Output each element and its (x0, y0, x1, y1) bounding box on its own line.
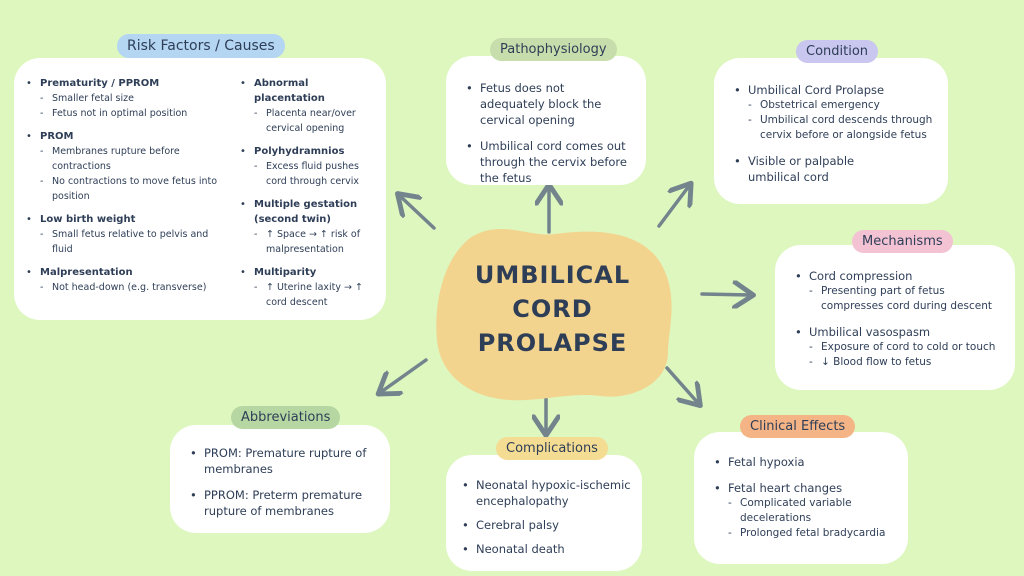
risk-factor-heading: Polyhydramnios (254, 146, 345, 157)
condition-title: Condition (796, 40, 879, 63)
list-item: Neonatal death (462, 541, 638, 557)
condition-detail: Obstetrical emergency (748, 98, 938, 113)
list-item: Multiparity ↑ Uterine laxity → ↑ cord de… (240, 265, 380, 310)
condition-item-text: Visible or palpable umbilical cord (748, 154, 855, 184)
list-item: Prematurity / PPROM Smaller fetal size F… (26, 76, 231, 121)
risk-factor-detail: Placenta near/over cervical opening (254, 106, 380, 136)
arrow-to-abbreviations (381, 358, 428, 392)
abbreviations-card: PROM: Premature rupture of membranes PPR… (170, 425, 390, 533)
condition-list: Umbilical Cord Prolapse Obstetrical emer… (734, 82, 938, 195)
risk-factor-heading: Multiple gestation (second twin) (254, 199, 358, 225)
risk-factors-left-list: Prematurity / PPROM Smaller fetal size F… (26, 76, 231, 295)
mechanism-detail: ↓ Blood flow to fetus (809, 355, 1009, 370)
risk-factor-detail: ↑ Uterine laxity → ↑ cord descent (254, 280, 380, 310)
pathophysiology-card: Fetus does not adequately block the cerv… (446, 56, 646, 185)
list-item: Polyhydramnios Excess fluid pushes cord … (240, 144, 380, 189)
mechanism-text: Umbilical vasospasm (809, 325, 931, 339)
complications-title: Complications (496, 437, 608, 460)
risk-factor-detail: Smaller fetal size (40, 91, 231, 106)
list-item: Cerebral palsy (462, 517, 638, 533)
risk-factor-heading: Prematurity / PPROM (40, 78, 160, 89)
mechanism-text: Cord compression (809, 269, 913, 283)
risk-factors-right-list: Abnormal placentation Placenta near/over… (240, 76, 380, 310)
list-item: Malpresentation Not head-down (e.g. tran… (26, 265, 231, 295)
arrow-to-clinical-effects (665, 366, 698, 403)
risk-factors-title: Risk Factors / Causes (117, 34, 285, 58)
clinical-effect-detail: Complicated variable decelerations (728, 496, 902, 526)
list-item: Fetal hypoxia (714, 454, 902, 470)
risk-factor-heading: Low birth weight (40, 214, 136, 225)
list-item: PROM: Premature rupture of membranes (190, 445, 380, 477)
abbreviations-list: PROM: Premature rupture of membranes PPR… (190, 445, 380, 529)
risk-factor-detail: No contractions to move fetus into posit… (40, 174, 231, 204)
risk-factor-detail: Excess fluid pushes cord through cervix (254, 159, 380, 189)
list-item: Abnormal placentation Placenta near/over… (240, 76, 380, 136)
center-title-line3: PROLAPSE (477, 329, 628, 357)
risk-factor-detail: Small fetus relative to pelvis and fluid (40, 227, 231, 257)
pathophysiology-list: Fetus does not adequately block the cerv… (466, 80, 632, 196)
list-item: Umbilical vasospasm Exposure of cord to … (795, 324, 1009, 370)
list-item: Fetus does not adequately block the cerv… (466, 80, 632, 128)
abbreviations-title: Abbreviations (231, 406, 341, 429)
complications-list: Neonatal hypoxic-ischemic encephalopathy… (462, 477, 638, 557)
pathophysiology-title: Pathophysiology (490, 38, 617, 61)
mechanisms-list: Cord compression Presenting part of fetu… (795, 268, 1009, 380)
clinical-effect-text: Fetal hypoxia (728, 455, 805, 469)
mechanism-detail: Exposure of cord to cold or touch (809, 340, 1009, 355)
risk-factors-card: Prematurity / PPROM Smaller fetal size F… (14, 58, 386, 320)
arrow-to-condition (657, 186, 689, 228)
center-title: UMBILICAL CORD PROLAPSE (460, 258, 645, 360)
risk-factor-detail: Membranes rupture before contractions (40, 144, 231, 174)
arrow-to-risk-factors (400, 196, 436, 230)
list-item: Visible or palpable umbilical cord (734, 153, 938, 185)
clinical-effects-card: Fetal hypoxia Fetal heart changes Compli… (694, 432, 908, 564)
list-item: Umbilical Cord Prolapse Obstetrical emer… (734, 82, 938, 143)
list-item: Umbilical cord comes out through the cer… (466, 138, 632, 186)
clinical-effects-title: Clinical Effects (740, 415, 856, 438)
list-item: PROM Membranes rupture before contractio… (26, 129, 231, 204)
risk-factor-heading: Malpresentation (40, 267, 133, 278)
risk-factor-heading: Multiparity (254, 267, 317, 278)
condition-item-text: Umbilical Cord Prolapse (748, 83, 885, 97)
mechanism-detail: Presenting part of fetus compresses cord… (809, 284, 1009, 314)
condition-card: Umbilical Cord Prolapse Obstetrical emer… (714, 58, 948, 204)
risk-factor-heading: PROM (40, 131, 74, 142)
arrow-to-mechanisms (700, 294, 750, 295)
mechanisms-card: Cord compression Presenting part of fetu… (775, 245, 1015, 390)
list-item: Low birth weight Small fetus relative to… (26, 212, 231, 257)
list-item: Multiple gestation (second twin) ↑ Space… (240, 197, 380, 257)
condition-detail: Umbilical cord descends through cervix b… (748, 113, 938, 143)
mechanisms-title: Mechanisms (852, 230, 953, 253)
clinical-effect-detail: Prolonged fetal bradycardia (728, 526, 902, 541)
complications-card: Neonatal hypoxic-ischemic encephalopathy… (446, 455, 642, 571)
center-title-line1: UMBILICAL (474, 261, 631, 289)
risk-factor-detail: ↑ Space → ↑ risk of malpresentation (254, 227, 380, 257)
list-item: Cord compression Presenting part of fetu… (795, 268, 1009, 314)
list-item: PPROM: Preterm premature rupture of memb… (190, 487, 380, 519)
list-item: Neonatal hypoxic-ischemic encephalopathy (462, 477, 638, 509)
center-title-line2: CORD (512, 295, 593, 323)
clinical-effects-list: Fetal hypoxia Fetal heart changes Compli… (714, 454, 902, 551)
risk-factor-heading: Abnormal placentation (254, 78, 325, 104)
center-blob (436, 228, 672, 401)
clinical-effect-text: Fetal heart changes (728, 481, 843, 495)
list-item: Fetal heart changes Complicated variable… (714, 480, 902, 541)
risk-factor-detail: Fetus not in optimal position (40, 106, 231, 121)
risk-factor-detail: Not head-down (e.g. transverse) (40, 280, 231, 295)
